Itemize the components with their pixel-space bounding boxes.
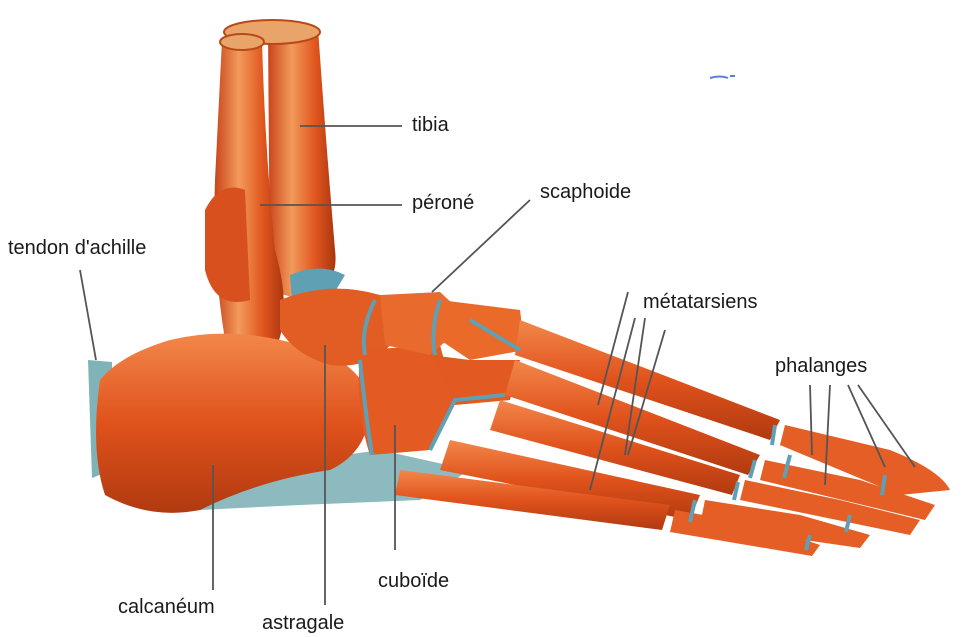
label-cuboide: cuboïde xyxy=(378,571,449,591)
label-phalanges: phalanges xyxy=(775,356,867,376)
label-astragale: astragale xyxy=(262,613,344,633)
label-metatarsiens: métatarsiens xyxy=(643,292,758,312)
label-perone: péroné xyxy=(412,193,474,213)
label-scaphoide: scaphoide xyxy=(540,182,631,202)
label-calcaneum: calcanéum xyxy=(118,597,215,617)
label-tendon-achille: tendon d'achille xyxy=(8,238,146,258)
label-tibia: tibia xyxy=(412,115,449,135)
tibia-bone xyxy=(268,28,336,300)
